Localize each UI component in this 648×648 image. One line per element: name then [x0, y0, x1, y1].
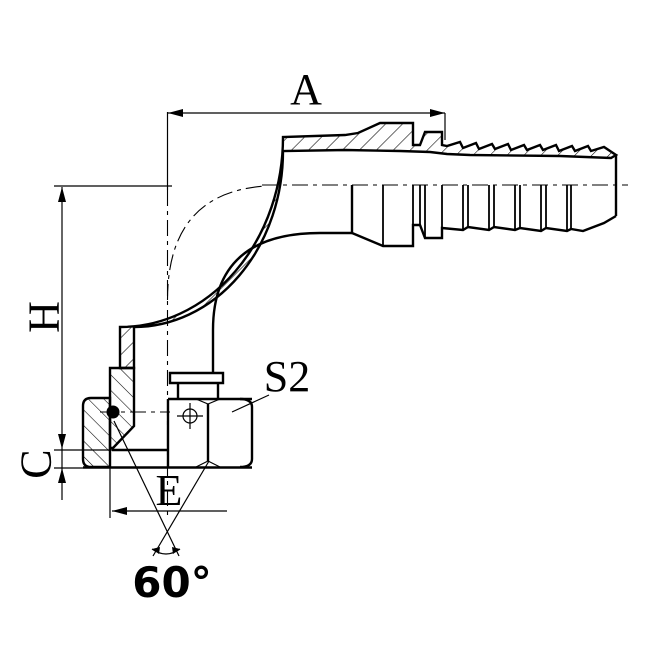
elbow-wall-section-hatched [118, 121, 619, 370]
elbow-centerline-arc [166, 185, 266, 301]
collar-edges [382, 185, 443, 246]
angle-arc-arrow-right [172, 547, 180, 554]
cone-line-left [113, 420, 180, 557]
o-ring-dot [106, 405, 120, 419]
elbow-body [118, 121, 619, 370]
s2-annotation: S2 [231, 352, 310, 413]
s2-label: S2 [264, 352, 310, 401]
dim-a-label: A [290, 65, 322, 114]
cone-angle-label: 60° [132, 558, 211, 607]
dim-a-arrow-right [430, 109, 445, 117]
angle-arc-arrow-left [152, 547, 160, 554]
nut-right-face [239, 397, 254, 469]
seat-section [81, 366, 136, 469]
barb-lower-profile [351, 214, 617, 248]
centerlines [54, 112, 628, 518]
dim-h-label: H [20, 301, 69, 333]
hex-bottom-chamfer [195, 460, 221, 468]
elbow-bore-inner-curve [211, 231, 352, 373]
dim-e-arrow-left [112, 507, 127, 515]
hex-top-chamfer [195, 398, 221, 405]
cone-line-right [152, 460, 210, 557]
dim-a-arrow-left [168, 109, 183, 117]
hex-nut [83, 371, 254, 469]
dim-h-arrow-bottom [58, 434, 66, 449]
barb-groove-lines [462, 185, 572, 231]
dim-h-arrow-top [58, 187, 66, 202]
hose-barb [211, 154, 618, 373]
seat-wall-section-hatched [108, 366, 136, 450]
s2-leader-line [231, 394, 270, 413]
dim-c-arrow-bottom [58, 468, 66, 483]
dim-c-label: C [12, 449, 61, 478]
cone-angle-annotation: 60° [113, 420, 212, 607]
dimension-e: E [109, 458, 227, 518]
dim-e-label: E [156, 466, 183, 515]
dimension-h: H [20, 187, 69, 449]
dimension-a: A [168, 65, 446, 140]
nut-wall-section-hatched [81, 396, 112, 469]
flange-collar [168, 371, 225, 385]
dimension-c: C [12, 449, 112, 500]
